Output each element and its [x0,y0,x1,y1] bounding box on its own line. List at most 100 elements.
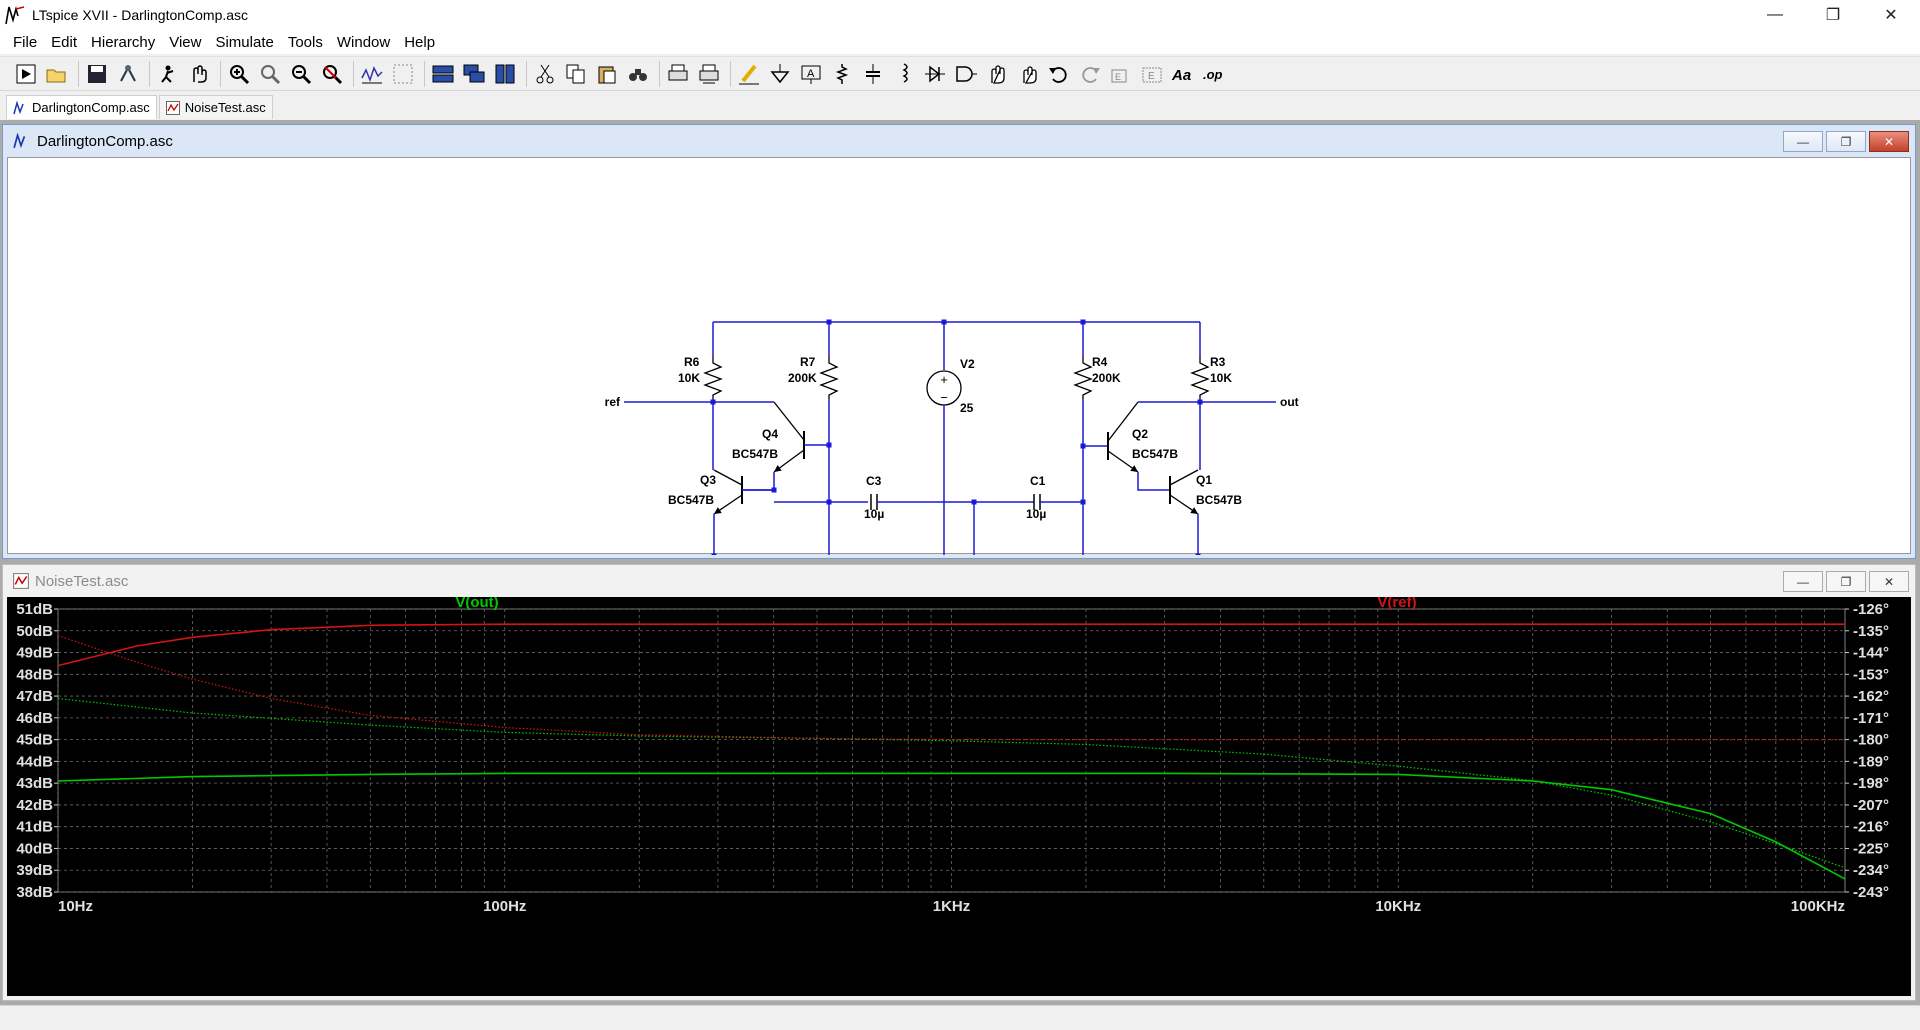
delete-trace-button[interactable] [389,60,417,88]
junction-dot[interactable] [711,553,717,559]
spice-directive-button[interactable]: .op [1200,60,1228,88]
schematic-window-titlebar[interactable]: DarlingtonComp.asc [3,125,1915,157]
menu-hierarchy[interactable]: Hierarchy [91,33,156,51]
tab-darlingtoncomp[interactable]: DarlingtonComp.asc [6,95,157,119]
zoom-pan-button[interactable] [256,60,284,88]
series-line-vout-magnitude[interactable] [57,772,1846,880]
copy-button[interactable] [562,60,590,88]
junction-dot[interactable] [1080,443,1086,449]
menu-edit[interactable]: Edit [51,33,78,51]
junction-dot[interactable] [1080,319,1086,325]
open-button[interactable] [43,60,71,88]
junction-dot[interactable] [826,319,832,325]
junction-dot[interactable] [771,487,777,493]
menu-help[interactable]: Help [404,33,436,51]
toolbar-separator [730,60,731,87]
transistor-q4-collector[interactable] [773,401,805,441]
tab-noisetest[interactable]: NoiseTest.asc [158,95,273,119]
menu-file[interactable]: File [13,33,38,51]
transistor-q4-arrow[interactable] [774,465,782,472]
close-button[interactable]: ✕ [1884,7,1898,24]
junction-dot[interactable] [941,319,947,325]
capacitor-button[interactable] [859,60,887,88]
run-button[interactable] [12,60,40,88]
resistor-r7[interactable] [819,357,839,399]
voltage-source-v2-minus[interactable]: − [940,390,948,405]
series-line-vref-phase[interactable] [57,635,1845,741]
transistor-q3-collector[interactable] [713,469,743,486]
find-button[interactable] [624,60,652,88]
resistor-r6[interactable] [703,357,723,399]
draw-wire-button[interactable] [735,60,763,88]
label-net-button[interactable]: A [797,60,825,88]
move-button[interactable] [983,60,1011,88]
zoom-out-button[interactable] [287,60,315,88]
trace-label-v-ref[interactable]: V(ref) [1377,594,1416,611]
print-preview-icon [699,64,719,83]
waveform-icon [165,100,180,115]
print-button[interactable] [664,60,692,88]
control-panel-button[interactable] [114,60,142,88]
tile-horizontal-button[interactable] [429,60,457,88]
cut-button[interactable] [531,60,559,88]
schematic-canvas[interactable]: ref+−+−outR610KR7200KR4200KR310KR856KR55… [7,157,1911,695]
y-tick-label-left: 51dB [16,601,53,618]
menu-tools[interactable]: Tools [287,33,323,51]
child-maximize-button[interactable]: ❐ [1826,131,1866,152]
mirror-button[interactable]: E [1138,60,1166,88]
menu-view[interactable]: View [169,33,202,51]
junction-dot[interactable] [710,399,716,405]
maximize-button[interactable]: ❐ [1825,7,1841,24]
halt-button[interactable] [185,60,213,88]
zoom-in-button[interactable] [225,60,253,88]
child-close-button[interactable]: ✕ [1869,131,1909,152]
tile-vertical-button[interactable] [491,60,519,88]
wire[interactable] [742,472,775,491]
print-preview-button[interactable] [695,60,723,88]
junction-dot[interactable] [1195,553,1201,559]
voltage-source-v2-plus[interactable]: + [940,372,948,387]
transistor-q1-arrow[interactable] [1190,507,1198,514]
waveform-window-titlebar[interactable]: NoiseTest.asc [3,565,1915,597]
value-q2: BC547B [1132,447,1178,461]
paste-button[interactable] [593,60,621,88]
text-button[interactable]: Aa [1169,60,1197,88]
transistor-q2-arrow[interactable] [1130,465,1138,472]
plot-maximize-button[interactable]: ❐ [1826,571,1866,592]
zoom-fit-button[interactable] [318,60,346,88]
save-button[interactable] [83,60,111,88]
inductor-button[interactable] [890,60,918,88]
run-simulation-button[interactable] [154,60,182,88]
resistor-r3[interactable] [1190,357,1210,399]
diode-button[interactable] [921,60,949,88]
menu-simulate[interactable]: Simulate [215,33,274,51]
ground-button[interactable] [766,60,794,88]
transistor-q3-arrow[interactable] [714,507,722,514]
rotate-button[interactable]: E [1107,60,1135,88]
plot-minimize-button[interactable]: — [1783,571,1823,592]
x-tick-label: 1KHz [933,898,971,915]
transistor-q2-collector[interactable] [1107,401,1139,442]
cascade-button[interactable] [460,60,488,88]
resistor-button[interactable] [828,60,856,88]
component-button[interactable] [952,60,980,88]
child-minimize-button[interactable]: — [1783,131,1823,152]
minimize-button[interactable]: — [1767,6,1783,23]
menu-window[interactable]: Window [336,33,391,51]
series-line-vref-magnitude[interactable] [57,623,1845,667]
redo-button[interactable] [1076,60,1104,88]
transistor-q1-collector[interactable] [1169,469,1199,486]
undo-button[interactable] [1045,60,1073,88]
trace-label-v-out[interactable]: V(out) [455,594,498,611]
junction-dot[interactable] [1197,399,1203,405]
wire[interactable] [1137,472,1170,491]
resistor-r4[interactable] [1073,357,1093,399]
plot-close-button[interactable]: ✕ [1869,571,1909,592]
series-line-vout-phase[interactable] [57,697,1846,869]
schematic-window[interactable]: DarlingtonComp.asc — ❐ ✕ ref+−+−outR610K… [2,124,1916,695]
autorange-button[interactable] [358,60,386,88]
drag-button[interactable] [1014,60,1042,88]
window-title: LTspice XVII - DarlingtonComp.asc [32,7,249,23]
